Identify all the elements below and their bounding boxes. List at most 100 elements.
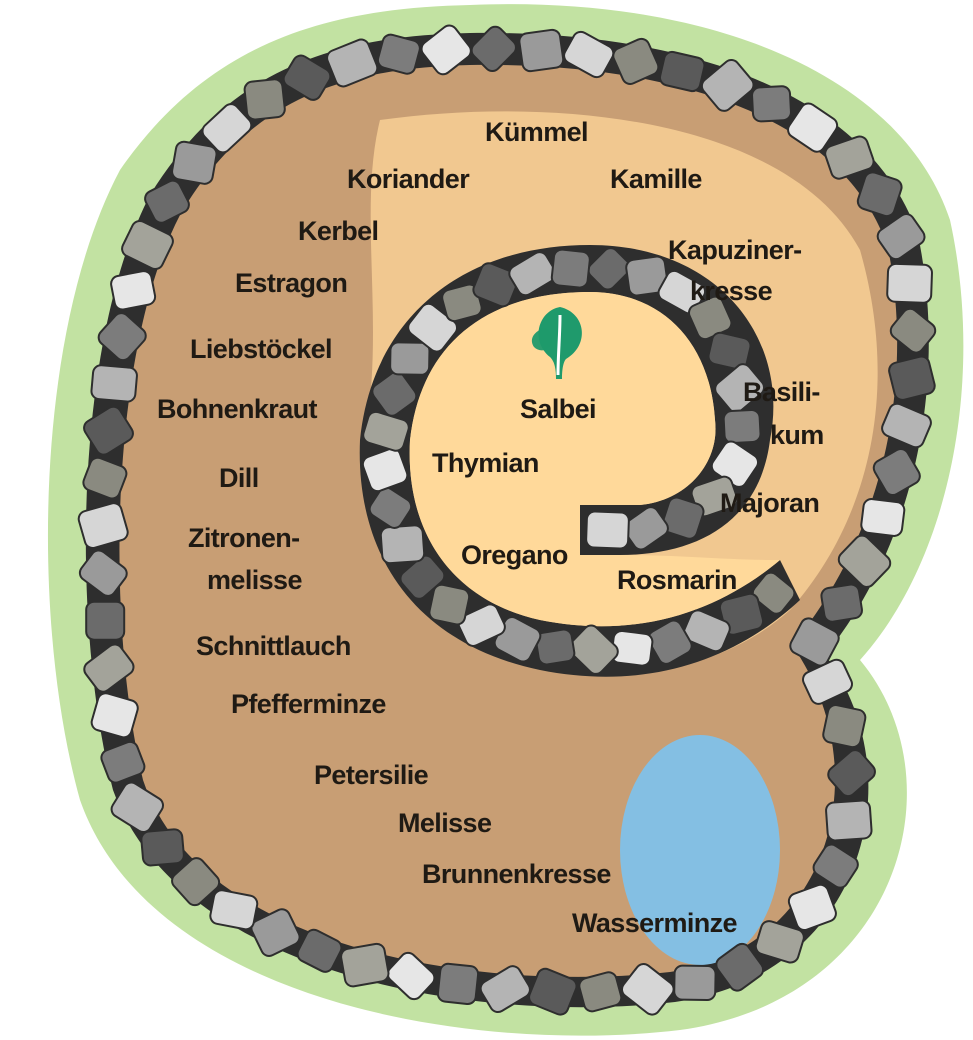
border-stone: [340, 942, 390, 988]
border-stone: [379, 524, 426, 565]
inner-stone-ring: [359, 245, 800, 677]
border-stone: [682, 609, 731, 653]
border-stone: [389, 341, 431, 376]
border-stone: [827, 749, 876, 798]
border-stone: [673, 964, 717, 1002]
herb-label-majoran: Majoran: [720, 488, 819, 518]
border-stone: [83, 643, 135, 693]
border-stone: [881, 402, 932, 449]
border-stone: [587, 247, 631, 291]
border-stone: [479, 965, 531, 1014]
border-stone: [754, 920, 805, 964]
herb-label-brunnenkresse: Brunnenkresse: [422, 859, 611, 889]
border-stone: [585, 510, 630, 550]
border-stone: [85, 600, 126, 641]
herb-label-dill: Dill: [219, 463, 259, 493]
herb-label-estragon: Estragon: [235, 268, 347, 298]
border-stone: [326, 38, 379, 88]
border-stone: [860, 498, 906, 537]
border-stone: [568, 624, 619, 675]
stones: [77, 24, 937, 1016]
border-stone: [550, 248, 591, 289]
border-stone: [209, 889, 259, 931]
border-stone: [121, 219, 174, 271]
border-stone: [888, 355, 936, 401]
border-stone: [889, 307, 937, 354]
border-stone: [876, 213, 926, 261]
border-stone: [144, 179, 190, 224]
border-stone: [856, 171, 903, 218]
border-stone: [518, 28, 565, 73]
border-stone: [714, 363, 765, 414]
border-stone: [751, 85, 792, 123]
border-stone: [822, 704, 867, 749]
inner-spiral-zone: [409, 292, 780, 627]
herb-label-rosmarin: Rosmarin: [617, 565, 737, 595]
herb-label-kerbel: Kerbel: [298, 216, 378, 246]
border-stone: [578, 971, 623, 1013]
herb-label-wasserminze: Wasserminze: [572, 908, 738, 938]
border-stone: [718, 592, 765, 636]
herb-label-liebstoeckel: Liebstöckel: [190, 334, 332, 364]
border-stone: [296, 928, 343, 973]
herb-label-zitronenmelisse-line1: Zitronen-: [188, 523, 300, 553]
border-stone: [722, 408, 762, 445]
border-stone: [802, 658, 853, 705]
herb-label-koriander: Koriander: [347, 164, 470, 194]
border-stone: [82, 456, 128, 500]
border-stone: [789, 617, 840, 667]
border-stone: [872, 447, 921, 497]
leaf-icon: [531, 307, 582, 379]
border-stone: [100, 740, 146, 784]
herb-label-thymian: Thymian: [432, 448, 539, 478]
border-stone: [824, 135, 875, 180]
border-stone: [647, 619, 693, 665]
border-stone: [77, 502, 129, 550]
border-stone: [508, 251, 557, 297]
border-stone: [622, 506, 669, 551]
border-stone: [625, 255, 669, 297]
border-stone: [528, 967, 578, 1016]
border-stone: [787, 102, 839, 153]
border-stone: [612, 37, 660, 85]
border-stone: [620, 963, 675, 1016]
herb-label-kapuzinerkresse-line2: kresse: [690, 276, 773, 306]
border-stone: [201, 103, 253, 154]
border-stone: [78, 549, 128, 597]
herb-label-basilikum-line1: Basili-: [743, 377, 820, 407]
border-stone: [376, 33, 421, 75]
border-stone: [83, 405, 134, 456]
border-stone: [428, 583, 471, 626]
border-stone: [399, 554, 446, 600]
border-stone: [140, 828, 185, 867]
border-stone: [661, 496, 705, 540]
border-stone: [282, 54, 332, 101]
border-stone: [563, 30, 615, 79]
herb-label-salbei: Salbei: [520, 394, 596, 424]
border-stone: [371, 370, 418, 417]
border-stone: [470, 25, 517, 73]
border-stone: [368, 486, 413, 529]
border-stone: [250, 908, 301, 957]
border-stone: [420, 24, 472, 76]
herb-label-melisse: Melisse: [398, 808, 492, 838]
border-stone: [700, 58, 755, 112]
border-stone: [90, 364, 138, 403]
border-stone: [825, 799, 873, 842]
border-stone: [386, 951, 436, 1001]
herb-label-kapuzinerkresse-line1: Kapuziner-: [668, 235, 802, 265]
border-stone: [837, 534, 892, 588]
herb-label-kamille: Kamille: [610, 164, 702, 194]
border-stone: [110, 270, 157, 311]
border-stone: [787, 883, 837, 932]
herb-label-pfefferminze: Pfefferminze: [231, 689, 386, 719]
herb-label-zitronenmelisse-line2: melisse: [207, 565, 302, 595]
herb-label-kuemmel: Kümmel: [485, 117, 588, 147]
border-stone: [457, 603, 506, 647]
border-stone: [361, 447, 409, 493]
border-stone: [472, 262, 520, 308]
border-stone: [715, 942, 765, 992]
herb-label-schnittlauch: Schnittlauch: [196, 631, 351, 661]
herb-label-bohnenkraut: Bohnenkraut: [157, 394, 318, 424]
